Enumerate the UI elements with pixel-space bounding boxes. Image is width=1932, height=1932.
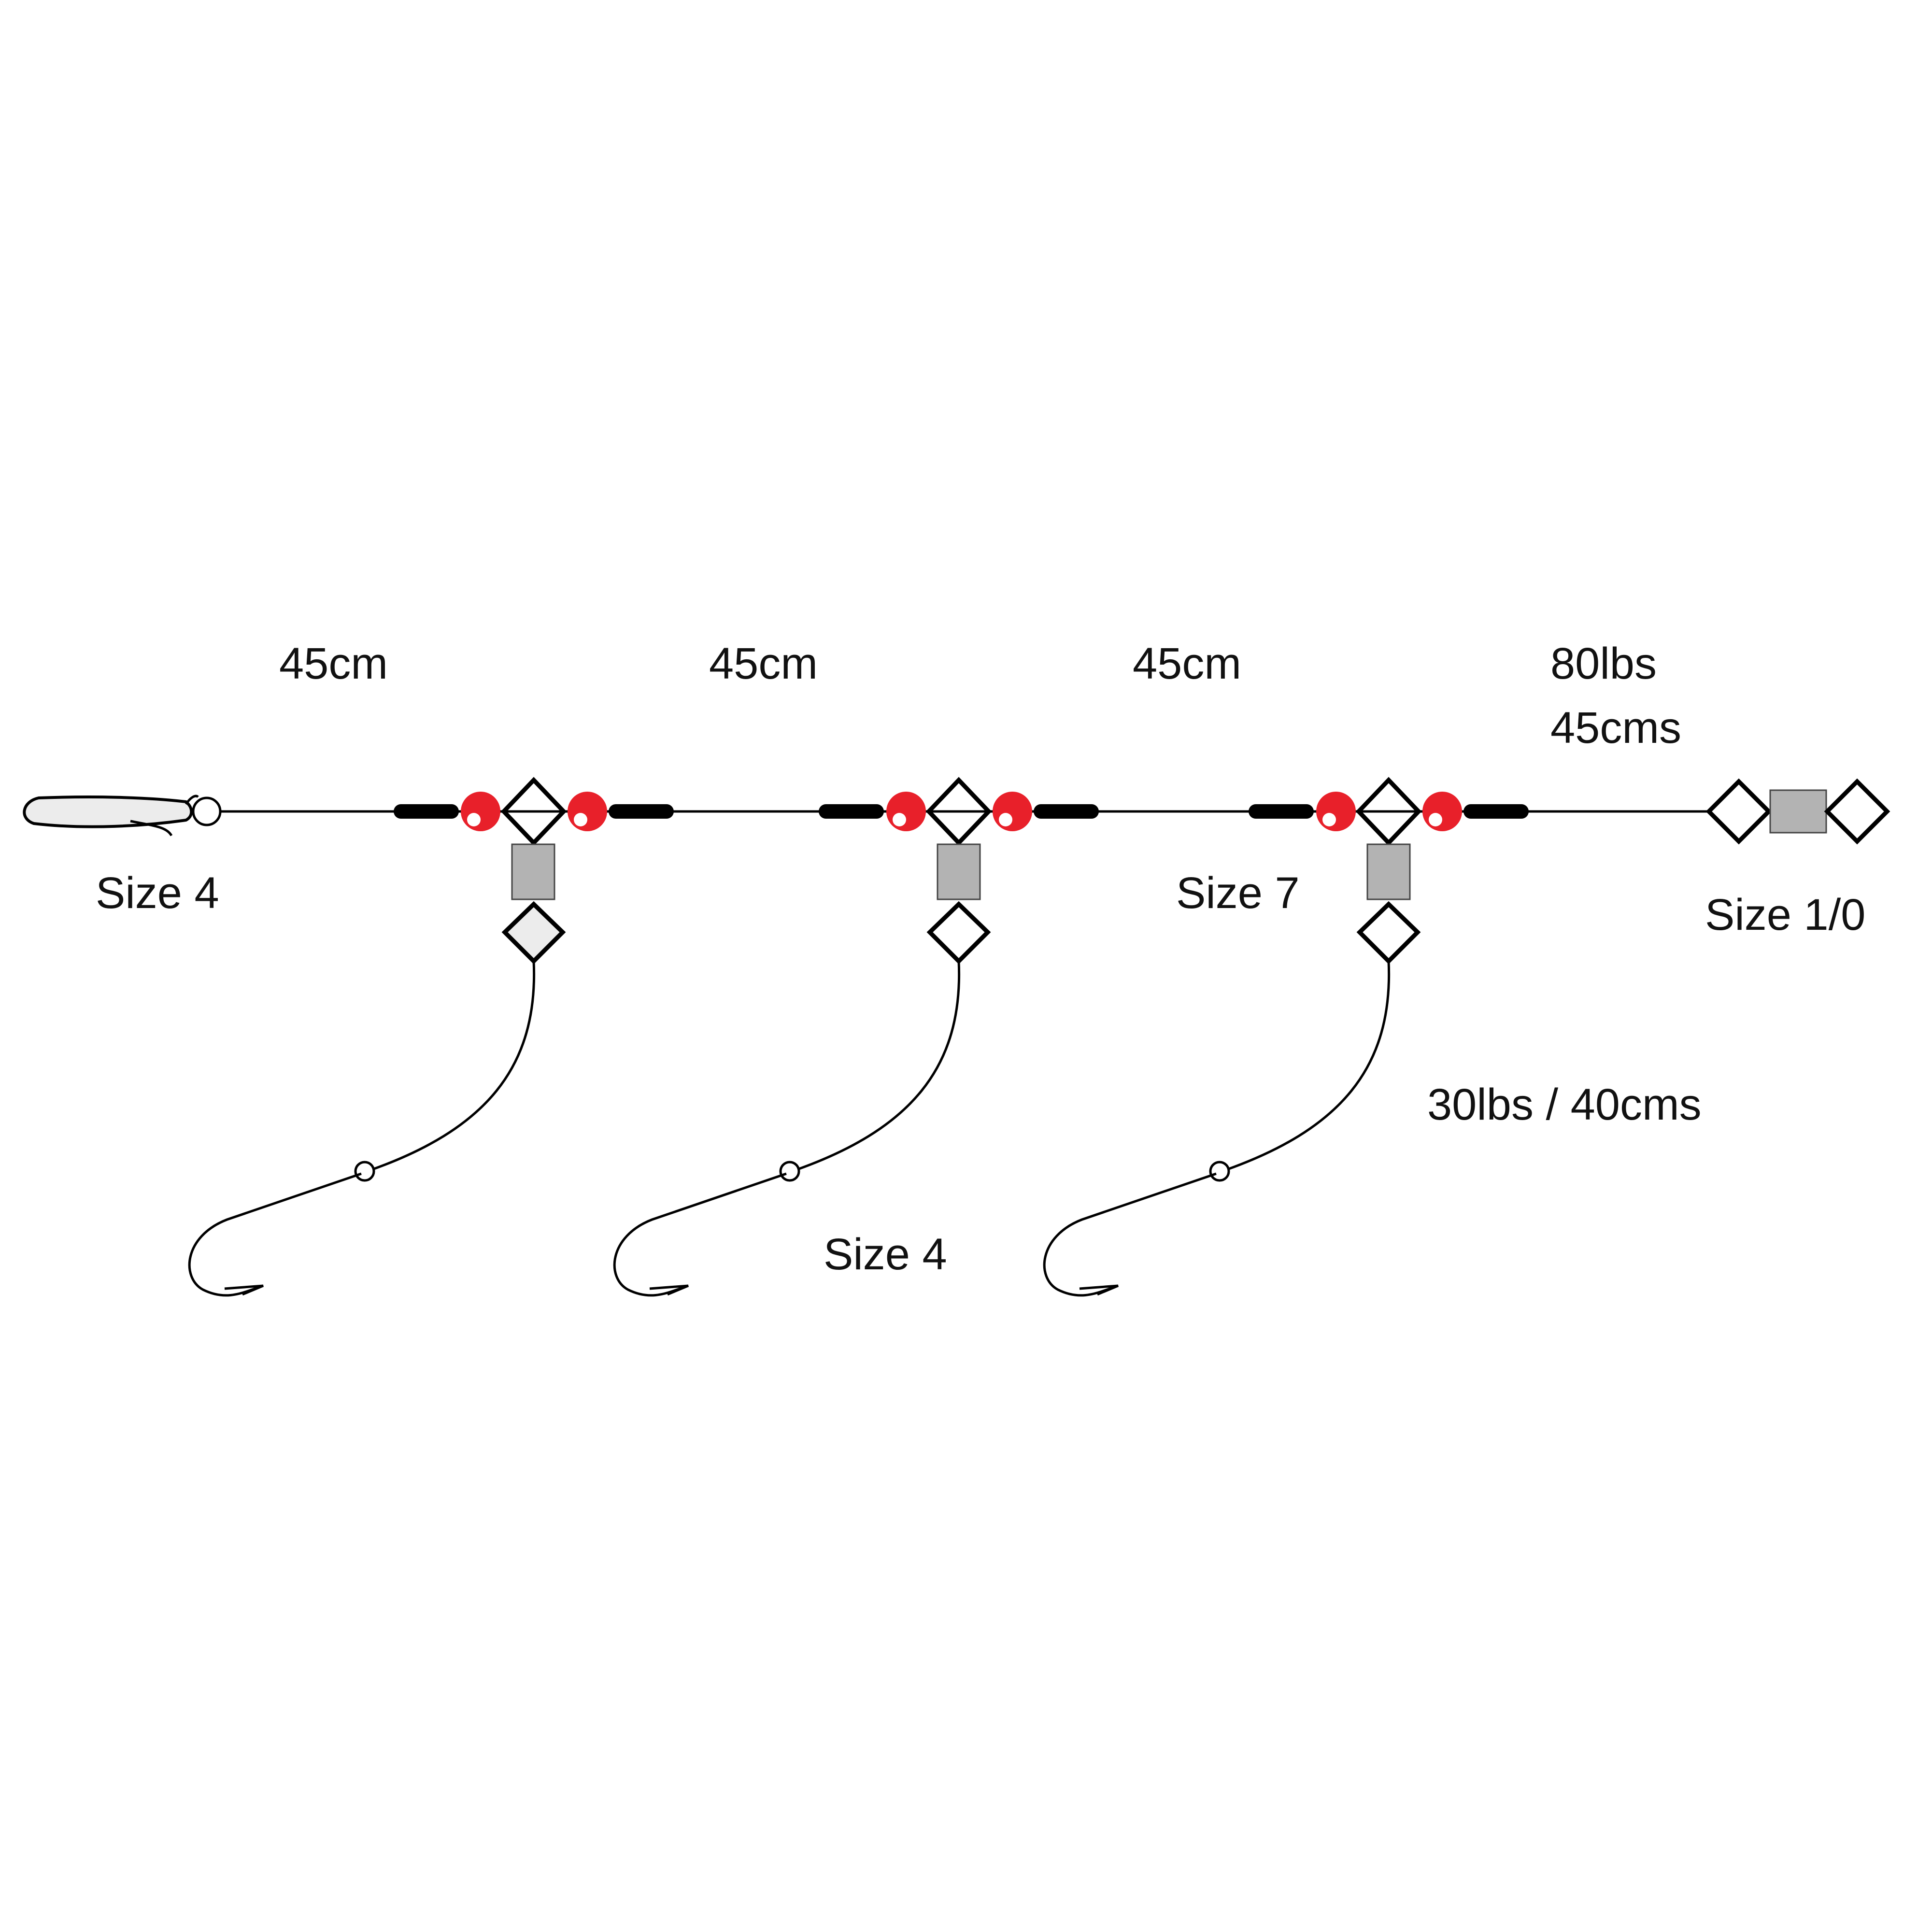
main-line-strength: 80lbs bbox=[1550, 639, 1657, 688]
lead-clip bbox=[23, 795, 222, 837]
red-bead bbox=[568, 792, 607, 831]
spacing-label-2: 45cm bbox=[709, 639, 818, 688]
boom-station-2 bbox=[613, 777, 1099, 1297]
end-swivel bbox=[1705, 778, 1890, 845]
red-bead bbox=[1422, 792, 1462, 831]
boom-station-3 bbox=[1043, 777, 1529, 1297]
swivel-barrel bbox=[937, 843, 981, 900]
swivel-barrel bbox=[1366, 843, 1411, 900]
snap-link bbox=[926, 901, 991, 965]
red-bead bbox=[993, 792, 1032, 831]
hook bbox=[188, 1172, 362, 1297]
spacing-label-3: 45cm bbox=[1133, 639, 1241, 688]
main-line-length: 45cms bbox=[1550, 703, 1681, 753]
swivel-size-label: Size 7 bbox=[1176, 868, 1300, 918]
swivel-barrel bbox=[511, 843, 555, 900]
bead-stop bbox=[779, 1161, 800, 1182]
end-swivel-barrel bbox=[1769, 789, 1827, 834]
boom-station-1 bbox=[188, 777, 674, 1297]
bead-stop bbox=[1209, 1161, 1230, 1182]
snap-link bbox=[1356, 901, 1421, 965]
snap-size-label: Size 4 bbox=[96, 868, 219, 918]
spacing-label-1: 45cm bbox=[279, 639, 388, 688]
red-bead bbox=[886, 792, 926, 831]
snood-spec-label: 30lbs / 40cms bbox=[1427, 1080, 1702, 1129]
snap-link bbox=[501, 901, 566, 965]
snood-line bbox=[367, 961, 536, 1173]
end-swivel-eye-right bbox=[1824, 778, 1890, 845]
end-swivel-eye-left bbox=[1705, 778, 1772, 845]
red-bead bbox=[461, 792, 500, 831]
lead-clip-eye bbox=[192, 796, 222, 826]
hook bbox=[613, 1172, 787, 1297]
red-bead bbox=[1316, 792, 1356, 831]
snood-line bbox=[1222, 961, 1391, 1173]
hook bbox=[1043, 1172, 1217, 1297]
snood-line bbox=[792, 961, 961, 1173]
hook-size-label: Size 4 bbox=[824, 1230, 947, 1279]
end-swivel-size-label: Size 1/0 bbox=[1705, 890, 1865, 939]
bead-stop bbox=[354, 1161, 375, 1182]
